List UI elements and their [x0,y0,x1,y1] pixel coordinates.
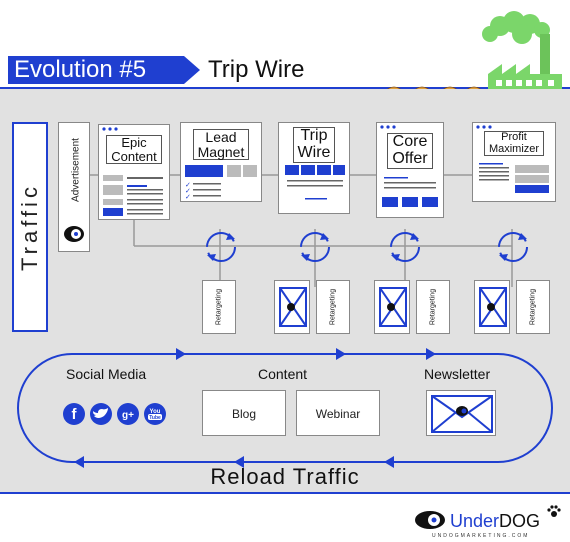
cycle-icon [498,232,528,262]
webinar-card: Webinar [296,390,380,436]
core-offer-icon [382,177,438,207]
step-title-line2: Content [111,148,157,164]
reload-traffic-label: Reload Traffic [210,464,360,489]
window-dots-icon [380,125,396,129]
checklist-icon: ✓ ✓ ✓ [185,165,257,199]
newsletter-card [426,390,496,436]
social-media-label: Social Media [66,366,147,382]
retargeting-card: Retargeting [316,280,350,334]
step-title-line1: Epic [121,135,147,150]
envelope-icon [431,395,493,433]
cycle-icon [300,232,330,262]
newsletter-label: Newsletter [424,366,491,382]
bottom-divider [0,492,570,494]
content-label: Content [258,366,308,382]
svg-text:Tube: Tube [149,415,161,421]
trip-wire-offer-icon [285,165,345,200]
retargeting-label: Retargeting [329,288,337,326]
cycle-icon [206,232,236,262]
svg-text:f: f [72,406,78,423]
envelope-icon [279,287,307,327]
svg-text:✓: ✓ [185,193,191,199]
retargeting-label: Retargeting [529,288,537,326]
envelope-icon [479,287,507,327]
retargeting-card: Retargeting [516,280,550,334]
window-dots-icon [476,125,492,129]
underdog-logo-icon [64,226,84,242]
advertisement-label: Advertisement [70,138,82,202]
content-blocks-icon [103,175,163,216]
title-arrow-icon [184,56,200,84]
step-title-line1: Lead [205,129,237,145]
twitter-icon [90,403,112,425]
step-title-line1: Profit [501,131,527,143]
brand-name-part1: Under [450,511,500,531]
retargeting-label: Retargeting [429,288,437,326]
evolution-label: Evolution #5 [14,56,147,83]
title-divider [0,87,570,89]
email-card [274,280,310,334]
svg-text:g+: g+ [122,410,134,421]
svg-text:✓: ✓ [185,181,191,189]
traffic-box [12,122,48,332]
brand-name-part2: DOG [499,511,541,531]
svg-text:You: You [150,409,161,415]
step-title-line1: Core [392,133,428,150]
step-title-line2: Maximizer [488,142,540,155]
brand-url: UNDOGMARKETING.COM [432,533,530,539]
evolution-title: Evolution #5 [8,56,184,84]
traffic-label: Traffic [17,183,42,271]
upsell-icon [479,163,549,193]
step-title-line2: Wire [297,143,331,161]
retargeting-label: Retargeting [215,288,223,326]
retargeting-card: Retargeting [202,280,236,334]
svg-text:✓: ✓ [185,187,191,195]
google-plus-icon: g+ [117,403,139,425]
reload-loop [17,348,553,468]
retargeting-card: Retargeting [416,280,450,334]
step-title-line1: Trip [300,127,328,144]
blog-card: Blog [202,390,286,436]
window-dots-icon [102,127,118,131]
facebook-icon: f [63,403,85,425]
brand-name: UnderDOG [450,511,540,532]
email-card [474,280,510,334]
envelope-icon [379,287,407,327]
underdog-logo-icon [415,511,445,529]
cycle-icon [390,232,420,262]
email-card [374,280,410,334]
page-title: Trip Wire [208,56,305,83]
step-title-line2: Offer [392,149,428,167]
step-title-line2: Magnet [197,143,245,160]
paw-print-icon [547,505,561,517]
